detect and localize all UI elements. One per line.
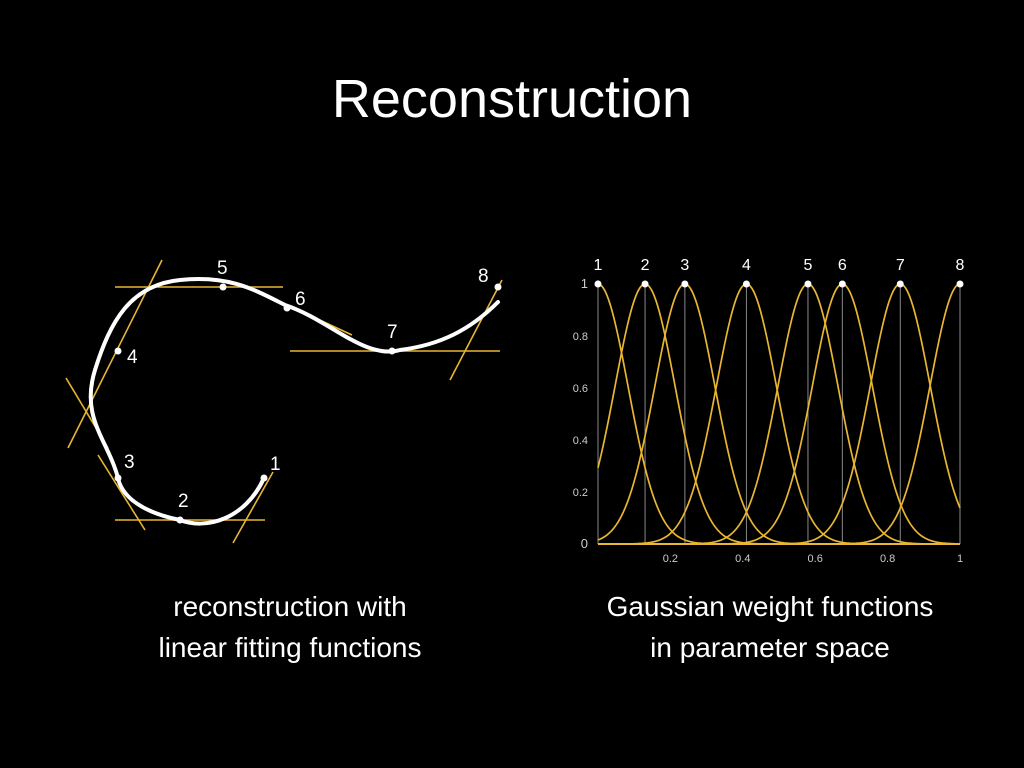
peak-point-7: [896, 280, 904, 288]
right-caption-line-2: in parameter space: [650, 632, 890, 663]
peak-label-4: 4: [742, 257, 751, 274]
x-tick-label: 0.8: [880, 553, 895, 565]
gaussian-curve-1: [597, 283, 960, 545]
curve-reconstruction-figure: 1 2 3 4 5 6 7 8: [40, 230, 530, 560]
point-label-3: 3: [124, 452, 135, 473]
y-tick-label: 1: [581, 276, 588, 291]
slide-title: Reconstruction: [331, 69, 693, 129]
point-label-6: 6: [295, 289, 306, 310]
fit-line-8: [449, 279, 503, 381]
gaussian-curve-4: [598, 283, 960, 545]
y-tick-label: 0.6: [573, 383, 588, 395]
point-label-5: 5: [217, 258, 228, 279]
peak-point-2: [641, 280, 649, 288]
fit-line-3: [97, 454, 146, 531]
y-tick-label: 0.4: [573, 435, 588, 447]
sample-point-3: [114, 474, 122, 482]
y-tick-label: 0: [581, 536, 588, 551]
point-label-2: 2: [178, 491, 189, 512]
x-tick-label: 0.4: [735, 553, 750, 565]
right-caption: Gaussian weight functions in parameter s…: [540, 586, 1000, 668]
reconstruction-diagram: 1 2 3 4 5 6 7 8: [65, 258, 503, 544]
peak-point-6: [838, 280, 846, 288]
fit-line-1: [232, 471, 274, 544]
right-caption-line-1: Gaussian weight functions: [606, 591, 934, 622]
peak-point-3: [681, 280, 689, 288]
reconstructed-curve: [88, 277, 500, 526]
sample-point-2: [176, 516, 184, 524]
sample-point-6: [283, 304, 291, 312]
peak-point-5: [804, 280, 812, 288]
gaussian-curve-8: [598, 283, 961, 545]
point-label-1: 1: [270, 454, 281, 475]
point-label-8: 8: [478, 266, 489, 287]
sample-point-7: [388, 347, 396, 355]
sample-point-4: [114, 347, 122, 355]
gaussian-curve-2: [597, 283, 960, 545]
peak-label-5: 5: [804, 257, 813, 274]
gaussian-curve-5: [598, 283, 960, 545]
y-tick-label: 0.8: [573, 331, 588, 343]
peak-label-6: 6: [838, 257, 847, 274]
gaussian-curve-6: [598, 283, 961, 545]
peak-label-7: 7: [896, 257, 905, 274]
y-tick-label: 0.2: [573, 487, 588, 499]
gaussian-curve-3: [597, 283, 960, 545]
peak-label-3: 3: [680, 257, 689, 274]
sample-point-5: [219, 283, 227, 291]
left-caption-line-2: linear fitting functions: [158, 632, 422, 663]
x-tick-label: 0.6: [808, 553, 823, 565]
peak-label-2: 2: [641, 257, 650, 274]
peak-point-8: [956, 280, 964, 288]
peak-point-1: [594, 280, 602, 288]
sample-point-8: [494, 283, 502, 291]
left-caption: reconstruction with linear fitting funct…: [90, 586, 490, 668]
peak-point-4: [742, 280, 750, 288]
left-caption-line-1: reconstruction with: [173, 591, 407, 622]
x-tick-label: 1: [957, 553, 963, 565]
sample-point-1: [260, 474, 268, 482]
x-tick-label: 0.2: [663, 553, 678, 565]
peak-label-1: 1: [594, 257, 603, 274]
point-label-4: 4: [127, 347, 138, 368]
peak-label-8: 8: [956, 257, 965, 274]
gaussian-curve-7: [598, 283, 961, 545]
point-label-7: 7: [387, 322, 398, 343]
